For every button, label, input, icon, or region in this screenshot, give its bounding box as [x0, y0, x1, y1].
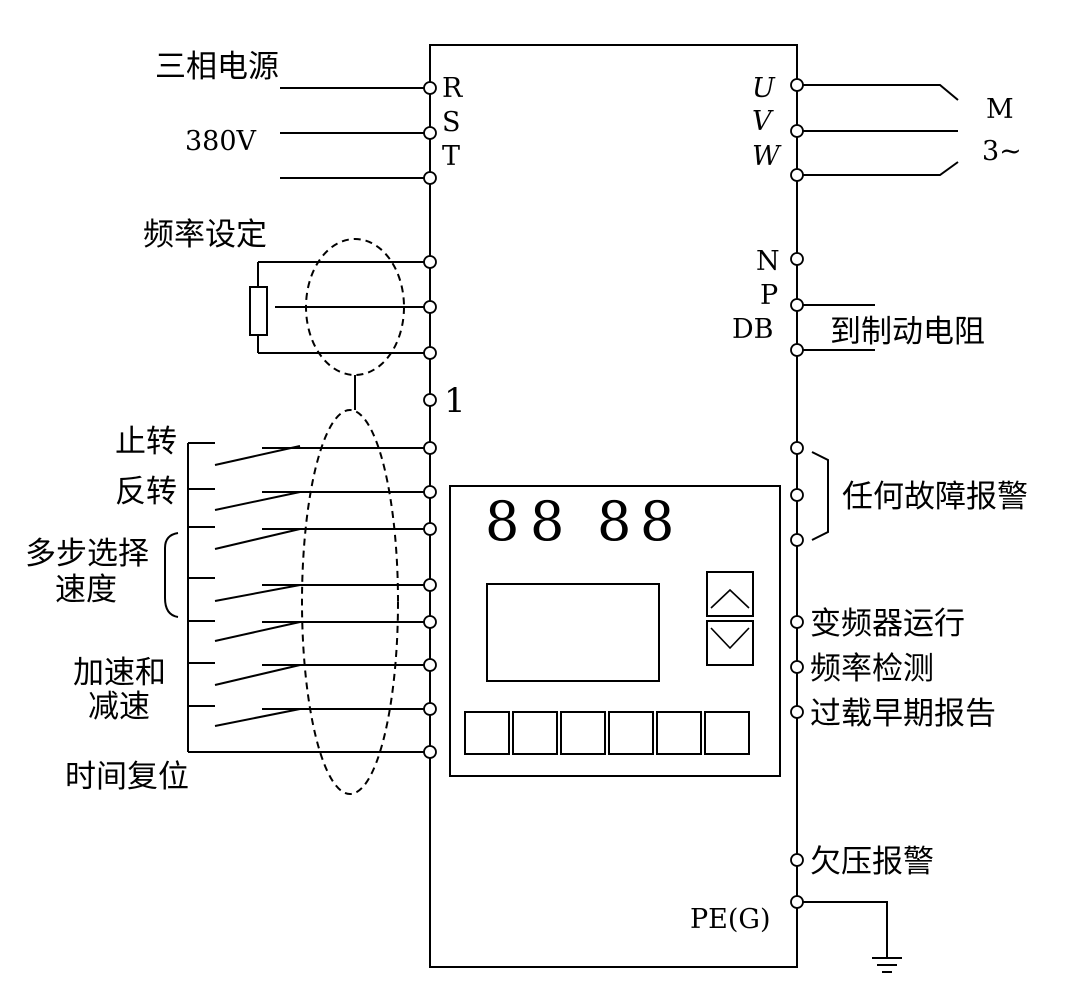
switch-1: [214, 445, 301, 466]
potentiometer: [249, 286, 268, 336]
terminal-common: [423, 393, 437, 407]
switch-3: [214, 528, 301, 550]
terminal-in-6: [423, 658, 437, 672]
inverter-body: [429, 44, 798, 968]
frequency-setting: 频率设定: [143, 217, 437, 376]
label-overload: 过载早期报告: [810, 696, 996, 732]
switch-6: [214, 664, 301, 686]
label-multi-step-2: 速度: [55, 572, 117, 608]
terminal-r: [423, 81, 437, 95]
terminal-undervoltage: [790, 853, 804, 867]
terminal-n-label: N: [756, 246, 780, 277]
terminal-s-label: S: [442, 107, 461, 138]
power-input: 三相电源 380V R S T: [155, 49, 463, 185]
panel-key-2[interactable]: [512, 711, 558, 755]
terminal-w-label: W: [752, 141, 782, 172]
digit-2: 8: [530, 490, 564, 553]
terminal-fault-1: [790, 441, 804, 455]
control-inputs: 止转 反转 多步选择 速度 加速和 减速 时间复位: [25, 409, 437, 795]
terminal-running: [790, 615, 804, 629]
terminal-u: [790, 78, 804, 92]
label-reverse: 反转: [115, 474, 177, 510]
terminal-v: [790, 124, 804, 138]
panel-key-1[interactable]: [464, 711, 510, 755]
terminal-v-label: V: [752, 106, 774, 137]
voltage-label: 380V: [185, 126, 257, 157]
label-multi-step-1: 多步选择: [25, 536, 149, 572]
terminal-in-3: [423, 522, 437, 536]
label-accel-1: 加速和: [73, 655, 166, 691]
digit-3: 8: [597, 490, 631, 553]
label-time-reset: 时间复位: [65, 759, 189, 795]
motor-label: M: [986, 94, 1014, 125]
wire-u: [803, 84, 959, 101]
panel-frame: [449, 485, 781, 777]
terminal-r-label: R: [442, 73, 463, 104]
terminal-ground: [790, 895, 804, 909]
shield-ellipse-bottom: [301, 409, 399, 795]
operator-panel: 8 8 8 8: [449, 485, 781, 777]
switch-5: [214, 621, 301, 642]
dc-bus: N P DB 到制动电阻: [732, 246, 985, 357]
panel-lcd-screen: [486, 583, 660, 682]
switch-2: [214, 491, 301, 511]
label-undervoltage: 欠压报警: [810, 844, 934, 880]
switch-4: [214, 584, 301, 602]
control-outputs: 任何故障报警 变频器运行 频率检测 过载早期报告 欠压报警 PE(G): [690, 441, 1028, 973]
brake-resistor-label: 到制动电阻: [830, 314, 985, 350]
digit-4: 8: [640, 490, 674, 553]
label-ground: PE(G): [690, 904, 771, 935]
panel-key-6[interactable]: [704, 711, 750, 755]
terminal-fault-3: [790, 533, 804, 547]
terminal-db-label: DB: [732, 314, 774, 345]
up-button[interactable]: [706, 571, 754, 617]
label-forward: 止转: [115, 424, 177, 460]
chevron-up-icon: [710, 588, 750, 609]
terminal-n: [790, 252, 804, 266]
terminal-t: [423, 171, 437, 185]
terminal-in-2: [423, 485, 437, 499]
chevron-down-icon: [710, 627, 750, 650]
terminal-u-label: U: [752, 73, 776, 104]
motor-output: U V W M 3~: [752, 73, 1022, 182]
terminal-t-label: T: [442, 141, 460, 172]
terminal-in-7: [423, 702, 437, 716]
wire-ground: [803, 901, 888, 958]
down-button[interactable]: [706, 620, 754, 666]
frequency-setting-label: 频率设定: [143, 217, 267, 253]
terminal-in-8: [423, 745, 437, 759]
terminal-fault-2: [790, 488, 804, 502]
ground-icon: [872, 957, 902, 973]
label-freq-detect: 频率检测: [810, 651, 934, 687]
terminal-common-label: 1: [444, 381, 466, 421]
fault-brace: [811, 451, 829, 541]
label-fault-alarm: 任何故障报警: [842, 479, 1028, 515]
switch-7: [214, 708, 301, 727]
terminal-w: [790, 168, 804, 182]
wire-w: [803, 161, 959, 176]
terminal-p-label: P: [760, 280, 778, 311]
multi-step-brace: [164, 532, 179, 618]
panel-key-4[interactable]: [608, 711, 654, 755]
terminal-in-1: [423, 441, 437, 455]
terminal-db: [790, 343, 804, 357]
terminal-freq-2: [423, 300, 437, 314]
terminal-freq-detect: [790, 660, 804, 674]
terminal-s: [423, 126, 437, 140]
label-running: 变频器运行: [810, 606, 965, 642]
digit-1: 8: [485, 490, 519, 553]
terminal-freq-3: [423, 346, 437, 360]
terminal-freq-1: [423, 255, 437, 269]
terminal-p: [790, 298, 804, 312]
label-accel-2: 减速: [88, 689, 150, 725]
motor-phase-label: 3~: [982, 136, 1022, 167]
terminal-in-4: [423, 578, 437, 592]
power-label: 三相电源: [155, 49, 279, 85]
terminal-in-5: [423, 615, 437, 629]
panel-key-5[interactable]: [656, 711, 702, 755]
panel-key-3[interactable]: [560, 711, 606, 755]
terminal-overload: [790, 705, 804, 719]
